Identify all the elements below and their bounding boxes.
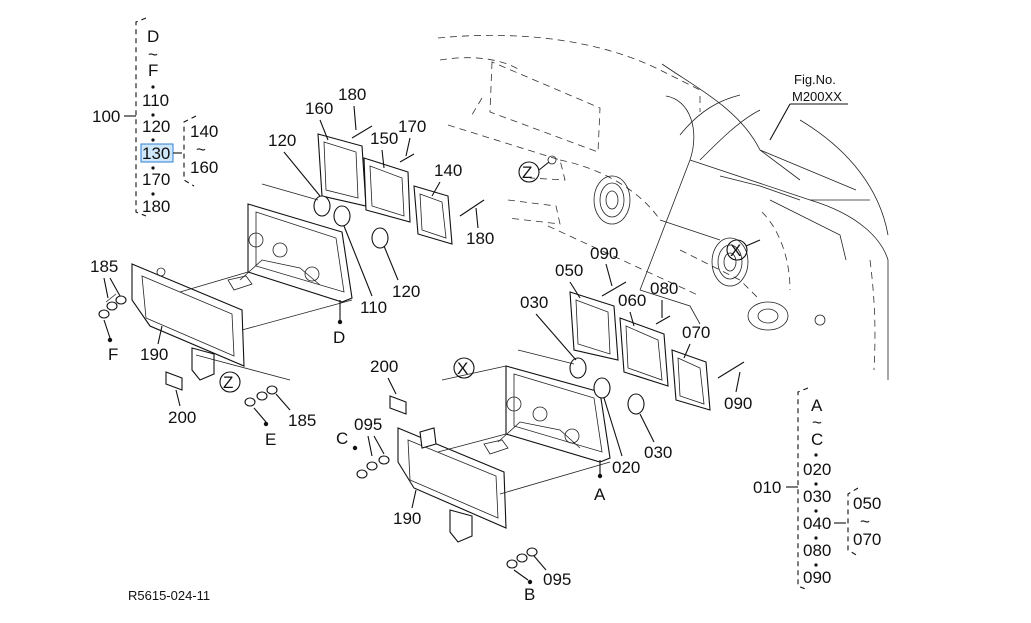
- left-item-180[interactable]: 180: [142, 197, 170, 216]
- body-ref-z[interactable]: Z: [518, 161, 550, 183]
- svg-text:030: 030: [520, 293, 548, 312]
- svg-text:Z: Z: [223, 373, 233, 392]
- svg-text:200: 200: [168, 408, 196, 427]
- svg-text:C: C: [336, 429, 348, 448]
- svg-text:095: 095: [354, 415, 382, 434]
- figure-number: Fig.No. M200XX: [769, 72, 848, 141]
- left-lamp-assembly[interactable]: [105, 125, 485, 381]
- svg-text:010: 010: [753, 478, 781, 497]
- svg-text:080: 080: [650, 279, 678, 298]
- svg-text:160: 160: [305, 99, 333, 118]
- svg-text:A: A: [811, 396, 823, 415]
- right-lamp-assembly[interactable]: [397, 281, 745, 543]
- svg-text:140: 140: [190, 122, 218, 141]
- right-index-bracket: 010 A ~ C 020 030 040 080 090 050 ~ 070: [753, 387, 881, 591]
- svg-text:120: 120: [392, 282, 420, 301]
- svg-text:185: 185: [90, 257, 118, 276]
- left-index-bracket: 100 D ~ F 110 120 130 170 180 140 ~ 160: [92, 17, 218, 217]
- svg-text:190: 190: [393, 509, 421, 528]
- svg-text:D: D: [147, 27, 159, 46]
- svg-text:100: 100: [92, 107, 120, 126]
- svg-text:A: A: [594, 485, 606, 504]
- right-ref-x[interactable]: X: [453, 357, 475, 379]
- right-callouts: 090 050 080 060 030 070 090 020 030 X 20…: [336, 244, 752, 604]
- svg-text:~: ~: [196, 140, 206, 159]
- svg-text:150: 150: [370, 129, 398, 148]
- svg-text:180: 180: [466, 229, 494, 248]
- right-item-030[interactable]: 030: [803, 487, 831, 506]
- svg-text:F: F: [108, 345, 118, 364]
- svg-text:~: ~: [860, 512, 870, 531]
- right-item-090[interactable]: 090: [803, 568, 831, 587]
- svg-text:140: 140: [434, 161, 462, 180]
- svg-text:070: 070: [682, 323, 710, 342]
- svg-text:Z: Z: [522, 163, 532, 182]
- body-ref-x[interactable]: X: [726, 239, 761, 261]
- svg-text:030: 030: [644, 443, 672, 462]
- left-ref-z[interactable]: Z: [219, 371, 241, 393]
- left-item-110[interactable]: 110: [142, 91, 169, 110]
- right-item-020[interactable]: 020: [803, 460, 831, 479]
- svg-text:200: 200: [370, 357, 398, 376]
- left-item-170[interactable]: 170: [142, 170, 170, 189]
- svg-text:110: 110: [360, 298, 387, 317]
- svg-text:180: 180: [338, 85, 366, 104]
- left-item-130[interactable]: 130: [142, 144, 170, 163]
- svg-text:020: 020: [612, 458, 640, 477]
- svg-text:~: ~: [148, 45, 158, 64]
- svg-text:Fig.No.: Fig.No.: [794, 72, 836, 87]
- svg-text:X: X: [457, 359, 468, 378]
- svg-text:090: 090: [724, 394, 752, 413]
- svg-text:050: 050: [853, 494, 881, 513]
- left-callouts: 180 160 150 170 140 120 180 120 110 185 …: [90, 85, 494, 449]
- svg-text:190: 190: [140, 345, 168, 364]
- svg-text:070: 070: [853, 530, 881, 549]
- svg-text:E: E: [265, 430, 276, 449]
- svg-text:120: 120: [268, 131, 296, 150]
- svg-text:160: 160: [190, 158, 218, 177]
- left-item-120[interactable]: 120: [142, 117, 170, 136]
- svg-text:170: 170: [398, 117, 426, 136]
- right-item-080[interactable]: 080: [803, 541, 831, 560]
- tractor-body-outline: [437, 35, 889, 380]
- svg-text:060: 060: [618, 291, 646, 310]
- svg-text:D: D: [333, 328, 345, 347]
- svg-text:M200XX: M200XX: [792, 89, 842, 104]
- svg-text:095: 095: [543, 570, 571, 589]
- svg-text:X: X: [730, 241, 741, 260]
- right-item-040[interactable]: 040: [803, 514, 831, 533]
- svg-text:C: C: [811, 430, 823, 449]
- svg-text:B: B: [524, 585, 535, 604]
- drawing-code: R5615-024-11: [128, 588, 210, 603]
- svg-text:~: ~: [812, 413, 822, 432]
- svg-text:F: F: [148, 61, 158, 80]
- svg-text:090: 090: [590, 244, 618, 263]
- svg-text:185: 185: [288, 411, 316, 430]
- svg-text:050: 050: [555, 261, 583, 280]
